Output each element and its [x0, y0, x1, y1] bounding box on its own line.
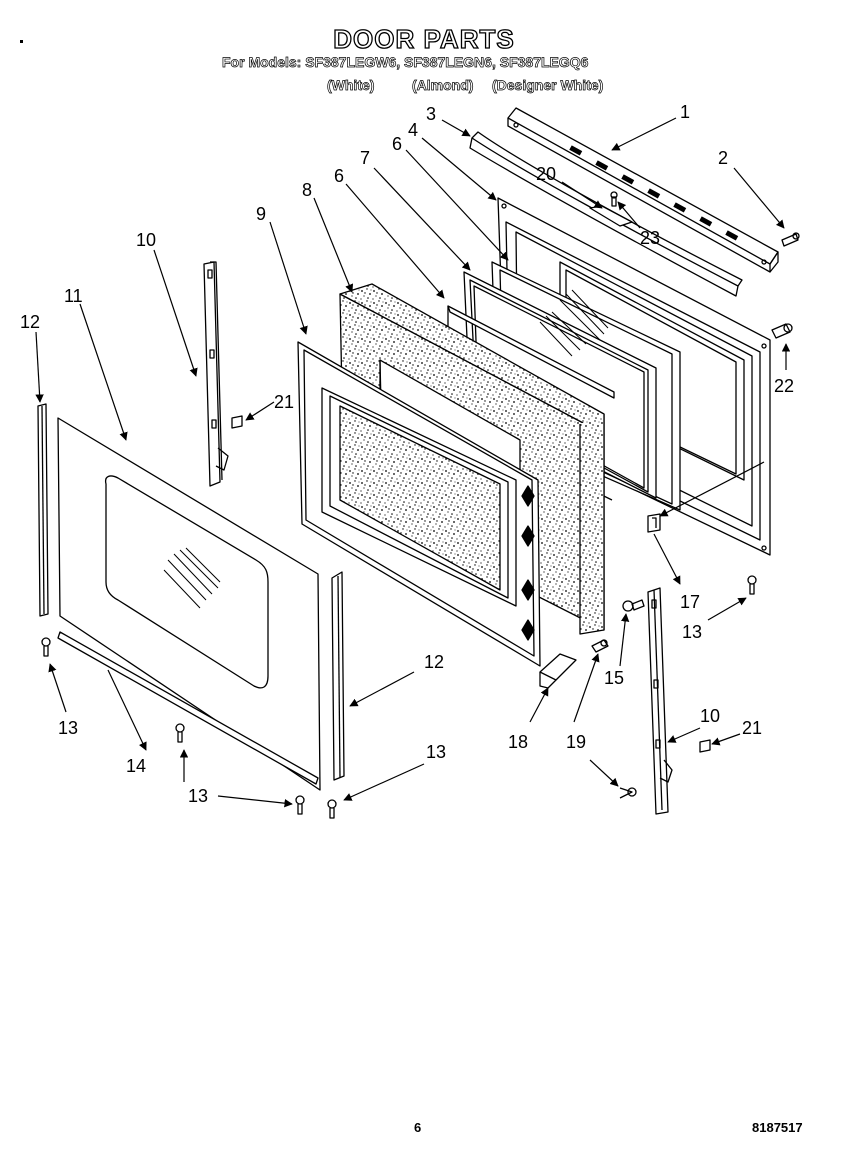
- callout-18: 18: [508, 732, 528, 752]
- side-trim-12-left-part: [37, 403, 49, 617]
- callout-labels: 1 2 3 4 6 6 7 8 9 10 10 11 12 12 13 13 1…: [20, 102, 794, 806]
- callout-19: 19: [566, 732, 586, 752]
- callout-10-right: 10: [700, 706, 720, 726]
- callout-6-upper: 6: [392, 134, 402, 154]
- callout-13-b: 13: [188, 786, 208, 806]
- callout-1: 1: [680, 102, 690, 122]
- hinge-channel-left-part: [203, 261, 229, 487]
- callout-22: 22: [774, 376, 794, 396]
- callout-4: 4: [408, 120, 418, 140]
- outer-door-glass-part: [57, 417, 321, 791]
- stray-dot: [20, 40, 23, 43]
- callout-14: 14: [126, 756, 146, 776]
- clip-21-left-part: [231, 415, 243, 429]
- screw-13-a-part: [41, 637, 51, 657]
- callout-23: 23: [640, 228, 660, 248]
- color-label-almond: (Almond): [412, 77, 474, 94]
- screw-13-d-part: [327, 799, 337, 819]
- callout-8: 8: [302, 180, 312, 200]
- callout-11: 11: [64, 286, 83, 306]
- color-label-designer-white: (Designer White): [492, 77, 604, 94]
- color-label-white: (White): [327, 77, 375, 94]
- callout-13-a: 13: [58, 718, 78, 738]
- callout-7: 7: [360, 148, 370, 168]
- document-number: 8187517: [752, 1120, 803, 1135]
- page-number: 6: [414, 1120, 422, 1135]
- callout-10-left: 10: [136, 230, 156, 250]
- callout-17: 17: [680, 592, 700, 612]
- vent-trim-part: [507, 107, 779, 273]
- hinge-channel-right-part: [647, 587, 673, 815]
- side-trim-12-right-part: [331, 571, 345, 781]
- callout-9: 9: [256, 204, 266, 224]
- callout-2: 2: [718, 148, 728, 168]
- callout-3: 3: [426, 104, 436, 124]
- callout-13-c: 13: [426, 742, 446, 762]
- screw-13-c-part: [295, 795, 305, 815]
- page-title: DOOR PARTS: [333, 23, 515, 54]
- models-line: For Models: SF387LEGW6, SF387LEGN6, SF38…: [222, 54, 589, 71]
- callout-21-right: 21: [742, 718, 762, 738]
- leader-lines: [35, 117, 791, 808]
- bolt-15-part: [622, 599, 645, 612]
- screw-22-part: [771, 323, 793, 339]
- screw-13-f-part: [619, 787, 637, 799]
- clip-21-right-part: [699, 739, 711, 753]
- callout-13-d: 13: [682, 622, 702, 642]
- screw-19-part: [591, 639, 609, 653]
- callout-6-lower: 6: [334, 166, 344, 186]
- callout-12-right: 12: [424, 652, 444, 672]
- callout-21-left: 21: [274, 392, 294, 412]
- clip-17-part: [647, 513, 661, 533]
- screw-13-b-part: [175, 723, 185, 743]
- bottom-trim-part: [57, 631, 319, 785]
- screw-13-e-part: [747, 575, 757, 595]
- screw-2-part: [781, 232, 800, 247]
- callout-15: 15: [604, 668, 624, 688]
- callout-12-left: 12: [20, 312, 40, 332]
- inner-door-part: [297, 341, 541, 667]
- callout-20: 20: [536, 164, 556, 184]
- bracket-18-part: [539, 653, 577, 689]
